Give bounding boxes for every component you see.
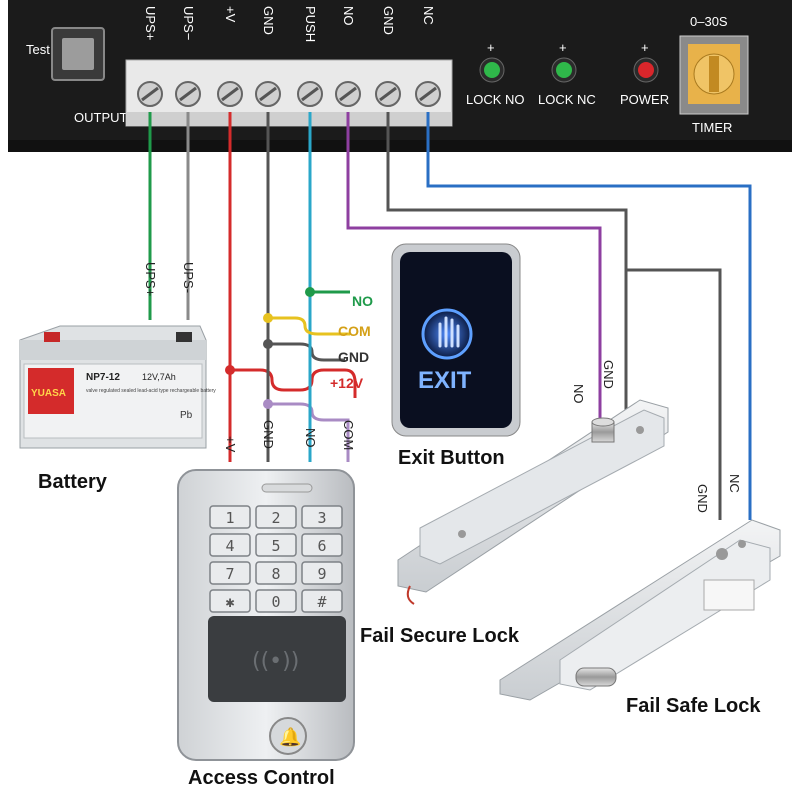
keypad-key-label: 7 (225, 565, 234, 583)
terminal-block (125, 59, 453, 127)
keypad-key[interactable]: 8 (255, 561, 297, 585)
lock-wire-safe-nc: NC (727, 474, 742, 493)
exit-text: EXIT (418, 367, 472, 394)
timer-label: TIMER (692, 120, 732, 135)
exit-wire-12v: +12V (330, 375, 364, 391)
terminal-label: UPS+ (143, 6, 158, 40)
led-label: POWER (620, 92, 669, 107)
terminal-label: +V (223, 6, 238, 23)
keypad-key-label: 2 (271, 509, 280, 527)
exit-wire-com: COM (338, 323, 371, 339)
battery-rating: 12V,7Ah (142, 372, 176, 382)
keypad-key[interactable]: 3 (301, 505, 343, 529)
keypad-key-label: 5 (271, 537, 280, 555)
keypad-key[interactable]: 1 (209, 505, 251, 529)
keypad-key-label: 1 (225, 509, 234, 527)
terminal-screw[interactable] (415, 81, 441, 107)
keypad-key[interactable]: 7 (209, 561, 251, 585)
keypad-key[interactable]: 5 (255, 533, 297, 557)
keypad-key[interactable]: 0 (255, 589, 297, 613)
terminal-screw[interactable] (255, 81, 281, 107)
battery-fine-print: valve regulated sealed lead-acid type re… (86, 388, 216, 394)
terminal-label: GND (381, 6, 396, 35)
wire-label-gnd: GND (261, 420, 276, 449)
keypad-key-label: 8 (271, 565, 280, 583)
test-button[interactable] (51, 27, 105, 81)
led-plus-sign: + (559, 40, 567, 55)
caption-access-control: Access Control (188, 767, 335, 789)
controller-panel: Test OUTPUT UPS+ UPS− +V GND PUSH NO GND NC + LO… (8, 0, 792, 152)
exit-button[interactable]: EXIT (391, 243, 521, 437)
terminal-screw[interactable] (217, 81, 243, 107)
terminal-screw[interactable] (175, 81, 201, 107)
battery-pb: Pb (180, 410, 193, 421)
lock-wire-safe-gnd: GND (695, 484, 710, 513)
wire-v-plus (225, 112, 357, 462)
wire-label-v-plus: +V (223, 436, 238, 453)
wire-gnd-dark (386, 112, 722, 520)
wire-label-com: COM (341, 420, 356, 450)
keypad-key-label: 4 (225, 537, 234, 555)
exit-wire-no: NO (352, 293, 373, 309)
rfid-icon: ((•)) (252, 649, 299, 674)
keypad-key-label: # (317, 593, 326, 611)
led-plus-sign: + (641, 40, 649, 55)
hand-icon (438, 316, 460, 348)
terminal-screw[interactable] (297, 81, 323, 107)
indicator-led: + POWER (620, 40, 669, 107)
terminal-screw[interactable] (335, 81, 361, 107)
wire-push-cyan (263, 112, 350, 462)
bell-icon[interactable]: 🔔 (279, 727, 301, 748)
terminal-screw[interactable] (375, 81, 401, 107)
timer-range-label: 0–30S (690, 14, 728, 29)
battery-brand: YUASA (31, 388, 66, 399)
keypad-key-label: 6 (317, 537, 326, 555)
test-label: Test (26, 42, 50, 57)
terminal-label: NC (421, 6, 436, 25)
keypad-key[interactable]: 6 (301, 533, 343, 557)
keypad-key[interactable]: 4 (209, 533, 251, 557)
terminal-screw[interactable] (137, 81, 163, 107)
caption-exit-button: Exit Button (398, 447, 505, 469)
lock-wire-secure-no: NO (571, 384, 586, 404)
terminal-label: NO (341, 6, 356, 26)
led-label: LOCK NC (538, 92, 596, 107)
terminal-label: PUSH (303, 6, 318, 42)
keypad-key-label: 9 (317, 565, 326, 583)
battery-model: NP7-12 (86, 372, 120, 383)
keypad-key[interactable]: ✱ (209, 589, 251, 613)
keypad-key[interactable]: # (301, 589, 343, 613)
wire-no-purple (346, 112, 602, 420)
wire-label-no: NO (303, 428, 318, 448)
wire-nc-blue (426, 112, 752, 520)
caption-battery: Battery (38, 471, 108, 493)
exit-wire-gnd: GND (338, 349, 369, 365)
keypad-key-label: ✱ (225, 593, 234, 611)
indicator-led: + LOCK NO (466, 40, 525, 107)
terminal-label: GND (261, 6, 276, 35)
wire-label-ups-plus: UPS+ (143, 262, 158, 296)
keypad-key-label: 3 (317, 509, 326, 527)
terminal-label: UPS− (181, 6, 196, 40)
wire-gnd (263, 112, 350, 462)
caption-fail-safe: Fail Safe Lock (626, 695, 761, 717)
keypad-key[interactable]: 9 (301, 561, 343, 585)
caption-fail-secure: Fail Secure Lock (360, 625, 520, 647)
timer-potentiometer[interactable] (679, 35, 749, 115)
fail-secure-lock (397, 399, 669, 605)
indicator-led: + LOCK NC (538, 40, 596, 107)
lock-wire-secure-gnd: GND (601, 360, 616, 389)
keypad-key-label: 0 (271, 593, 280, 611)
keypad-key[interactable]: 2 (255, 505, 297, 529)
wire-label-ups-minus: UPS- (181, 262, 196, 293)
led-label: LOCK NO (466, 92, 525, 107)
battery: YUASA NP7-12 12V,7Ah valve regulated sea… (19, 325, 216, 449)
output-label: OUTPUT (74, 110, 128, 125)
led-plus-sign: + (487, 40, 495, 55)
fail-safe-lock (499, 519, 781, 701)
